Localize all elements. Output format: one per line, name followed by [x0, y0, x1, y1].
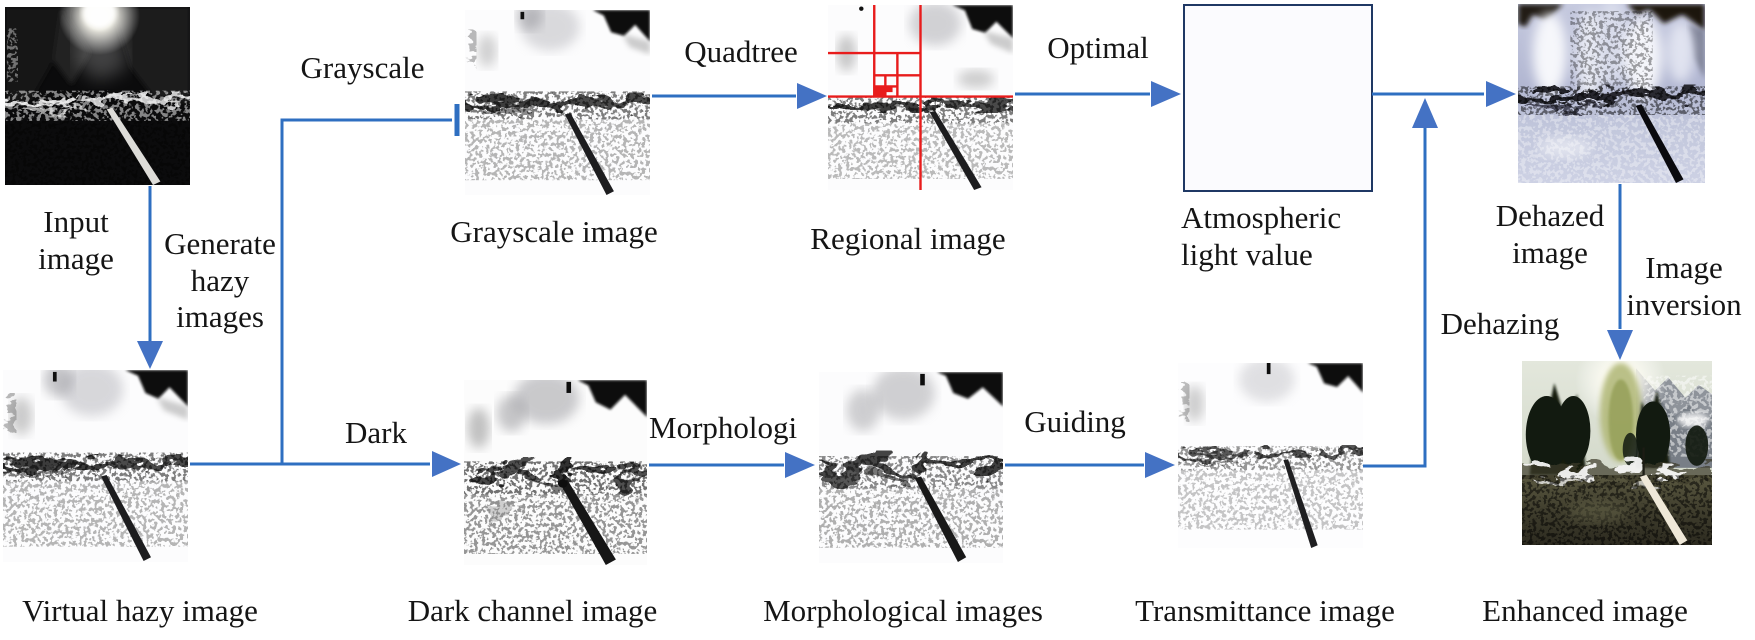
edge-grayscale-line [280, 118, 452, 464]
input-image-thumb [5, 7, 190, 185]
caption-input-image: Input image [38, 204, 114, 277]
arrowhead-dark [432, 451, 461, 477]
dehazed-image-thumb [1518, 4, 1705, 183]
edge-label-guiding: Guiding [1024, 404, 1126, 439]
edge-label-grayscale: Grayscale [300, 50, 425, 85]
arrowhead-guiding [1145, 452, 1175, 478]
quadtree-grid [828, 5, 1013, 190]
caption-virtual-hazy-image: Virtual hazy image [22, 593, 258, 628]
edge-label-quadtree: Quadtree [684, 34, 798, 69]
edge-label-dark: Dark [345, 415, 407, 450]
arrowhead-morphologi [785, 452, 815, 478]
caption-regional-image: Regional image [810, 221, 1006, 256]
caption-dark-channel-image: Dark channel image [407, 593, 658, 628]
caption-transmittance-image: Transmittance image [1135, 593, 1395, 628]
grayscale-image-thumb [465, 10, 650, 195]
caption-morphological-images: Morphological images [763, 593, 1043, 628]
dark-channel-image-thumb [464, 380, 647, 565]
caption-enhanced-image: Enhanced image [1482, 593, 1688, 628]
arrowhead-quadtree [797, 83, 827, 109]
morphological-image-thumb [819, 372, 1003, 563]
caption-dehazed-image: Dehazed image [1495, 198, 1605, 271]
regional-image-thumb [828, 5, 1013, 190]
atmospheric-light-box [1183, 4, 1373, 192]
edge-label-dehazing: Dehazing [1440, 306, 1560, 341]
caption-grayscale-image: Grayscale image [450, 214, 658, 249]
transmittance-image-thumb [1178, 363, 1363, 548]
arrowhead-dehazing [1412, 98, 1438, 128]
arrowhead-to-dehazed [1486, 81, 1516, 107]
caption-atmospheric-light-value: Atmospheric light value [1181, 200, 1342, 273]
arrowhead-optimal [1151, 81, 1181, 107]
edge-label-image-inversion: Image inversion [1626, 250, 1742, 322]
edge-label-optimal: Optimal [1047, 30, 1149, 65]
edge-label-generate-hazy-images: Generate hazy images [164, 226, 276, 335]
arrowhead-inversion [1607, 330, 1633, 360]
enhanced-image-thumb [1522, 361, 1712, 545]
virtual-hazy-image-thumb [3, 370, 188, 562]
arrowhead-generate [137, 341, 163, 369]
edge-label-morphologi: Morphologi [649, 410, 798, 445]
